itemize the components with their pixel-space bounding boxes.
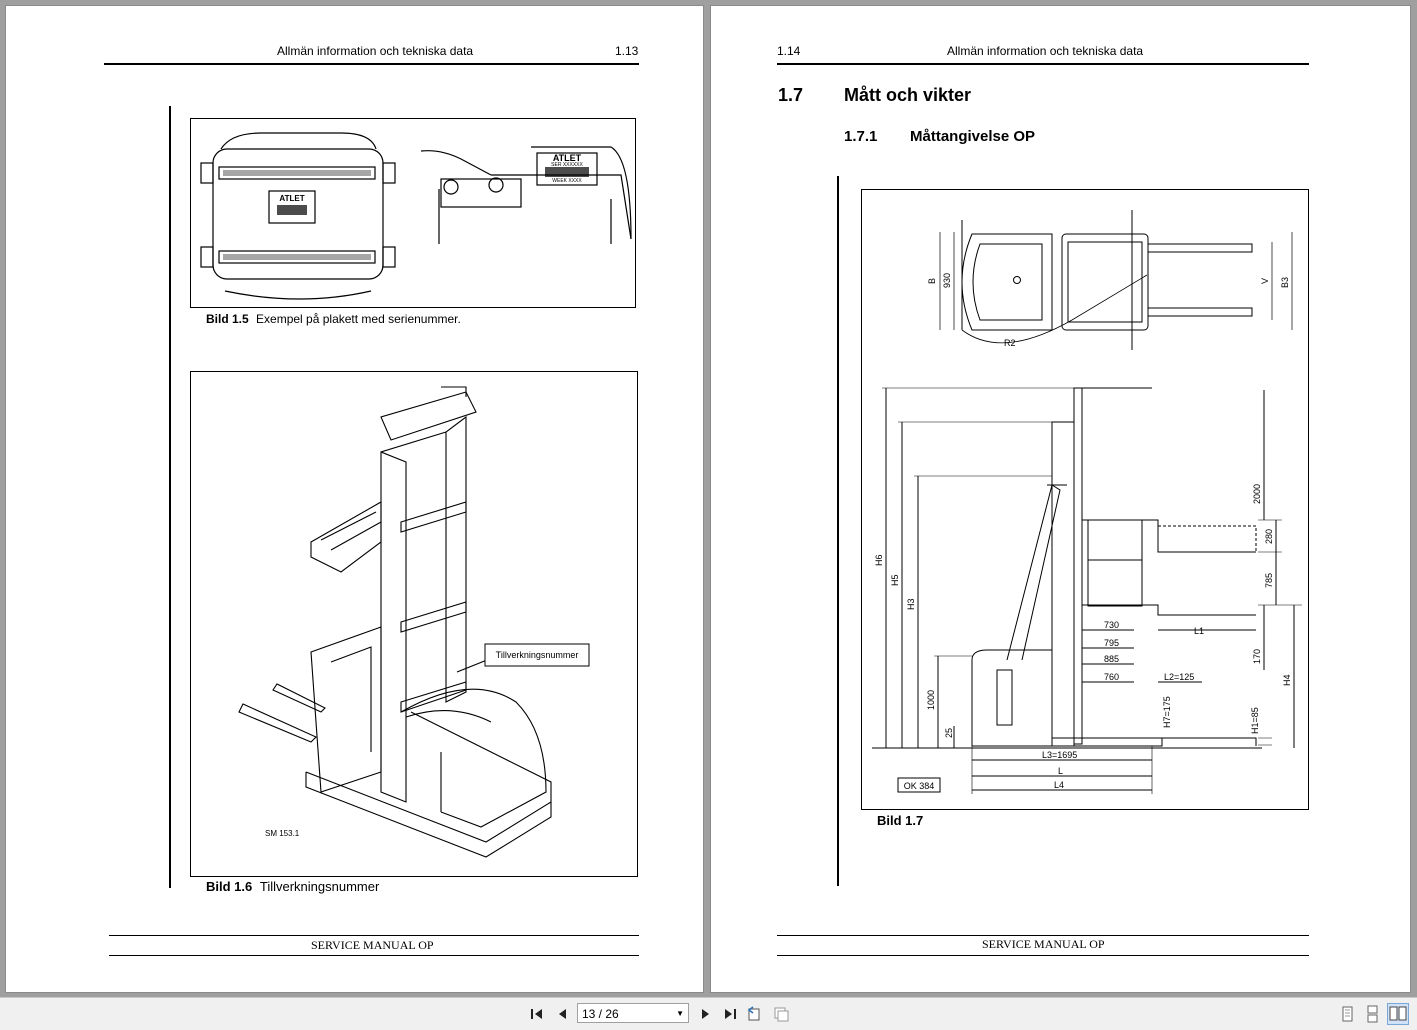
two-page-view-icon[interactable] bbox=[1387, 1003, 1409, 1025]
dim-170: 170 bbox=[1252, 649, 1262, 664]
page-number-dropdown[interactable]: 13 / 26 ▼ bbox=[577, 1003, 689, 1023]
dim-B3: B3 bbox=[1280, 277, 1290, 288]
figure-1-5-caption: Bild 1.5 Exempel på plakett med serienum… bbox=[206, 312, 461, 326]
dim-B: B bbox=[927, 278, 937, 284]
dim-930: 930 bbox=[942, 273, 952, 288]
left-margin-bar bbox=[169, 106, 171, 888]
left-header-rule bbox=[104, 63, 639, 65]
truck-drawing: Tillverkningsnummer SM 153.1 bbox=[238, 386, 590, 858]
plate-serial: SER XXXXXX bbox=[551, 162, 583, 168]
subsection-number: 1.7.1 bbox=[844, 128, 878, 145]
dim-25: 25 bbox=[944, 728, 954, 738]
dim-L1: L1 bbox=[1194, 626, 1204, 636]
dim-L2: L2=125 bbox=[1164, 672, 1194, 682]
dim-H7: H7=175 bbox=[1162, 696, 1172, 728]
left-page-number: 1.13 bbox=[615, 44, 639, 58]
dim-L3: L3=1695 bbox=[1042, 750, 1077, 760]
figure-1-6-ref: SM 153.1 bbox=[265, 829, 300, 838]
single-page-view-icon[interactable] bbox=[1337, 1004, 1357, 1024]
figure-1-7-caption: Bild 1.7 bbox=[877, 813, 923, 828]
ref-code: OK 384 bbox=[904, 781, 935, 791]
plate-brand-large: ATLET bbox=[553, 153, 582, 163]
figure-1-6-label: Bild 1.6 bbox=[206, 879, 253, 894]
figure-1-6-text: Tillverkningsnummer bbox=[259, 879, 380, 894]
left-footer-rule-bottom bbox=[109, 955, 639, 956]
figure-1-7-label: Bild 1.7 bbox=[877, 813, 924, 828]
right-footer-rule-top bbox=[777, 935, 1309, 936]
dim-2000: 2000 bbox=[1252, 484, 1262, 504]
figure-dimension-drawing: OK 384 B 930 R2 V B3 H6 H5 H3 1000 25 20… bbox=[861, 189, 1309, 810]
figure-1-5-text: Exempel på plakett med serienummer. bbox=[256, 312, 461, 326]
left-footer-text: SERVICE MANUAL OP bbox=[311, 938, 434, 952]
page-indicator: 13 / 26 bbox=[582, 1007, 619, 1021]
dimension-drawing: OK 384 B 930 R2 V B3 H6 H5 H3 1000 25 20… bbox=[872, 210, 1302, 794]
right-footer-text: SERVICE MANUAL OP bbox=[982, 937, 1105, 951]
dim-1000: 1000 bbox=[926, 690, 936, 710]
right-header-rule bbox=[777, 63, 1309, 65]
section-title: Mått och vikter bbox=[844, 85, 972, 105]
dim-V: V bbox=[1260, 278, 1270, 284]
dim-785: 785 bbox=[1264, 573, 1274, 588]
prev-page-icon[interactable] bbox=[552, 1004, 572, 1024]
dim-795: 795 bbox=[1104, 638, 1119, 648]
plate-week: WEEK XXXX bbox=[552, 178, 582, 184]
right-header-title: Allmän information och tekniska data bbox=[947, 44, 1144, 58]
plate-brand-small: ATLET bbox=[279, 194, 304, 203]
callout-box bbox=[484, 643, 590, 667]
go-forward-view-icon[interactable] bbox=[771, 1004, 791, 1024]
subsection-title: Måttangivelse OP bbox=[910, 128, 1036, 145]
dim-730: 730 bbox=[1104, 620, 1119, 630]
figure-serial-plate: ATLET ATLET SER XXXXXX WEEK XXXX bbox=[190, 118, 636, 308]
right-footer-rule-bottom bbox=[777, 955, 1309, 956]
dim-H4: H4 bbox=[1282, 674, 1292, 686]
dim-L4: L4 bbox=[1054, 780, 1064, 790]
chevron-down-icon: ▼ bbox=[676, 1009, 684, 1018]
serial-plate-drawing: ATLET ATLET SER XXXXXX WEEK XXXX bbox=[200, 132, 632, 300]
last-page-icon[interactable] bbox=[720, 1004, 740, 1024]
dim-H5: H5 bbox=[890, 574, 900, 586]
dim-R2: R2 bbox=[1004, 338, 1016, 348]
first-page-icon[interactable] bbox=[527, 1004, 547, 1024]
right-margin-bar bbox=[837, 176, 839, 886]
figure-truck-drawing: Tillverkningsnummer SM 153.1 bbox=[190, 371, 638, 877]
viewer-toolbar: 13 / 26 ▼ bbox=[0, 997, 1417, 1030]
right-page: 1.14 Allmän information och tekniska dat… bbox=[711, 6, 1410, 992]
dim-280: 280 bbox=[1264, 529, 1274, 544]
left-header-title: Allmän information och tekniska data bbox=[277, 44, 474, 58]
dim-H6: H6 bbox=[874, 554, 884, 566]
go-back-view-icon[interactable] bbox=[745, 1004, 765, 1024]
dim-885: 885 bbox=[1104, 654, 1119, 664]
left-footer-rule-top bbox=[109, 935, 639, 936]
figure-1-6-caption: Bild 1.6 Tillverkningsnummer bbox=[206, 879, 379, 894]
dim-L: L bbox=[1058, 766, 1063, 776]
left-page: Allmän information och tekniska data 1.1… bbox=[6, 6, 703, 992]
continuous-view-icon[interactable] bbox=[1362, 1004, 1382, 1024]
callout-label: Tillverkningsnummer bbox=[496, 650, 579, 660]
dim-H1: H1=85 bbox=[1250, 707, 1260, 734]
right-page-number: 1.14 bbox=[777, 44, 801, 58]
dim-760: 760 bbox=[1104, 672, 1119, 682]
next-page-icon[interactable] bbox=[695, 1004, 715, 1024]
ref-code-box bbox=[897, 777, 941, 793]
section-number: 1.7 bbox=[778, 85, 804, 105]
dim-H3: H3 bbox=[906, 598, 916, 610]
figure-1-5-label: Bild 1.5 bbox=[206, 312, 249, 326]
